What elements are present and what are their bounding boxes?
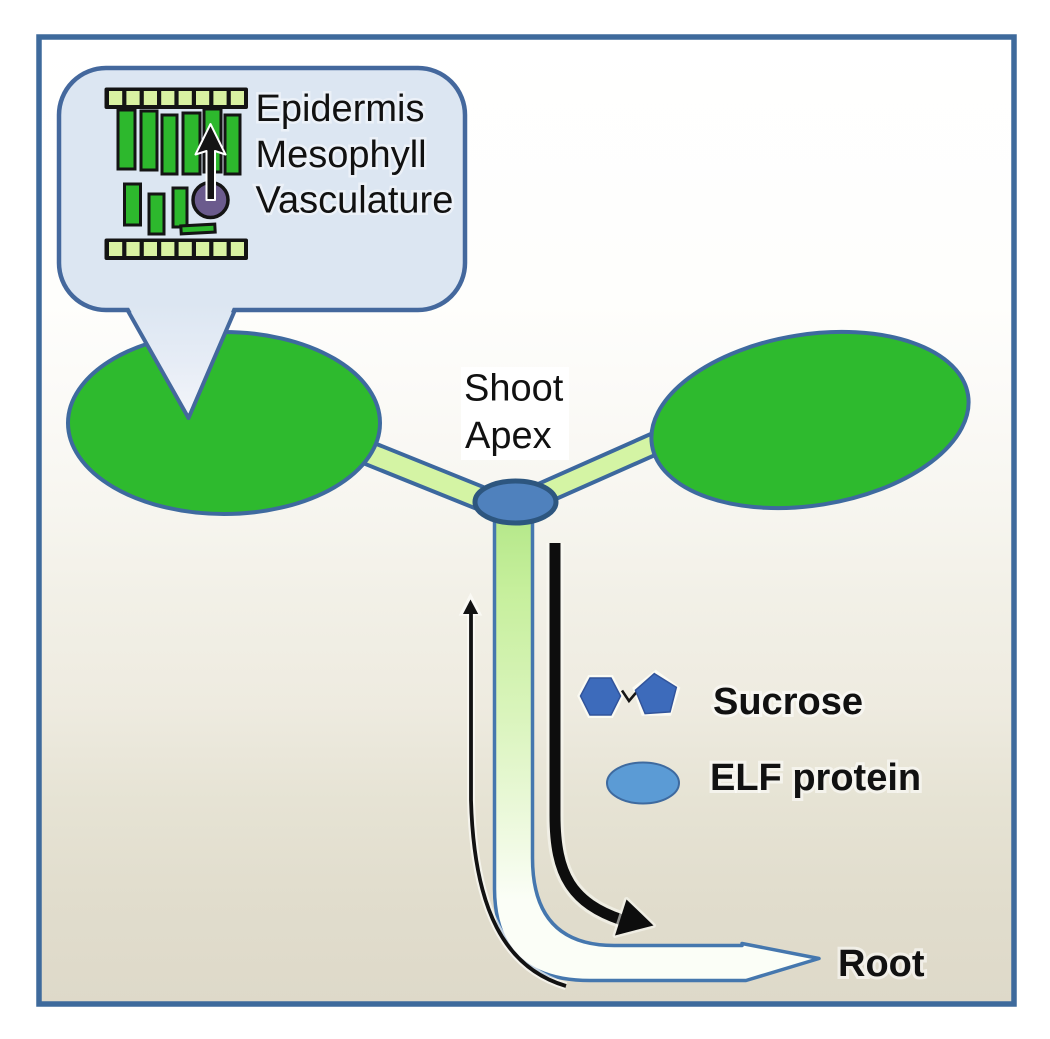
svg-text:ELF protein: ELF protein bbox=[710, 757, 921, 799]
svg-text:Epidermis: Epidermis bbox=[256, 88, 425, 130]
svg-text:Apex: Apex bbox=[465, 415, 552, 457]
svg-text:Vasculature: Vasculature bbox=[256, 180, 454, 222]
svg-text:Root: Root bbox=[838, 943, 925, 985]
svg-text:Sucrose: Sucrose bbox=[713, 681, 863, 723]
svg-text:Mesophyll: Mesophyll bbox=[256, 134, 427, 176]
svg-text:Shoot: Shoot bbox=[464, 368, 564, 410]
